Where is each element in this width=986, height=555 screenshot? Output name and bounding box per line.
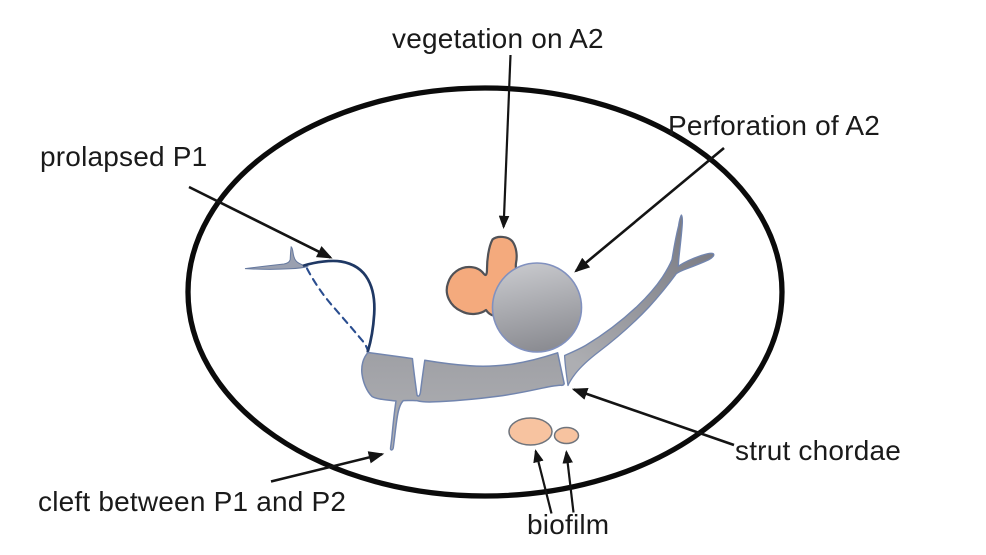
arrow-biofilm-right bbox=[562, 450, 575, 513]
arrow-cleft bbox=[270, 451, 385, 483]
label-cleft-between-p1-and-p2: cleft between P1 and P2 bbox=[38, 486, 347, 517]
label-strut-chordae: strut chordae bbox=[735, 435, 902, 466]
prolapsed-p1-curve bbox=[302, 259, 376, 353]
perforation-circle bbox=[491, 262, 583, 353]
arrow-vegetation bbox=[498, 54, 512, 229]
arrow-perforation bbox=[574, 147, 725, 273]
label-biofilm: biofilm bbox=[527, 509, 610, 540]
biofilm-large-blob bbox=[508, 417, 553, 446]
strut-chordae-arm bbox=[563, 214, 715, 387]
arrow-biofilm-left bbox=[533, 449, 553, 514]
label-vegetation-on-a2: vegetation on A2 bbox=[392, 23, 604, 54]
label-perforation-of-a2: Perforation of A2 bbox=[668, 110, 880, 141]
mitral-annulus-ellipse bbox=[185, 85, 785, 499]
p1-normal-position-dashed-line bbox=[305, 267, 369, 352]
posterior-leaflet-band bbox=[361, 351, 565, 451]
arrow-prolapsed-p1 bbox=[188, 185, 333, 259]
p1-leaflet-sliver bbox=[244, 246, 310, 270]
label-prolapsed-p1: prolapsed P1 bbox=[40, 141, 208, 172]
biofilm-small-blob bbox=[553, 426, 580, 445]
annotation-arrows bbox=[188, 54, 735, 514]
arrow-strut-chordae bbox=[571, 387, 735, 447]
